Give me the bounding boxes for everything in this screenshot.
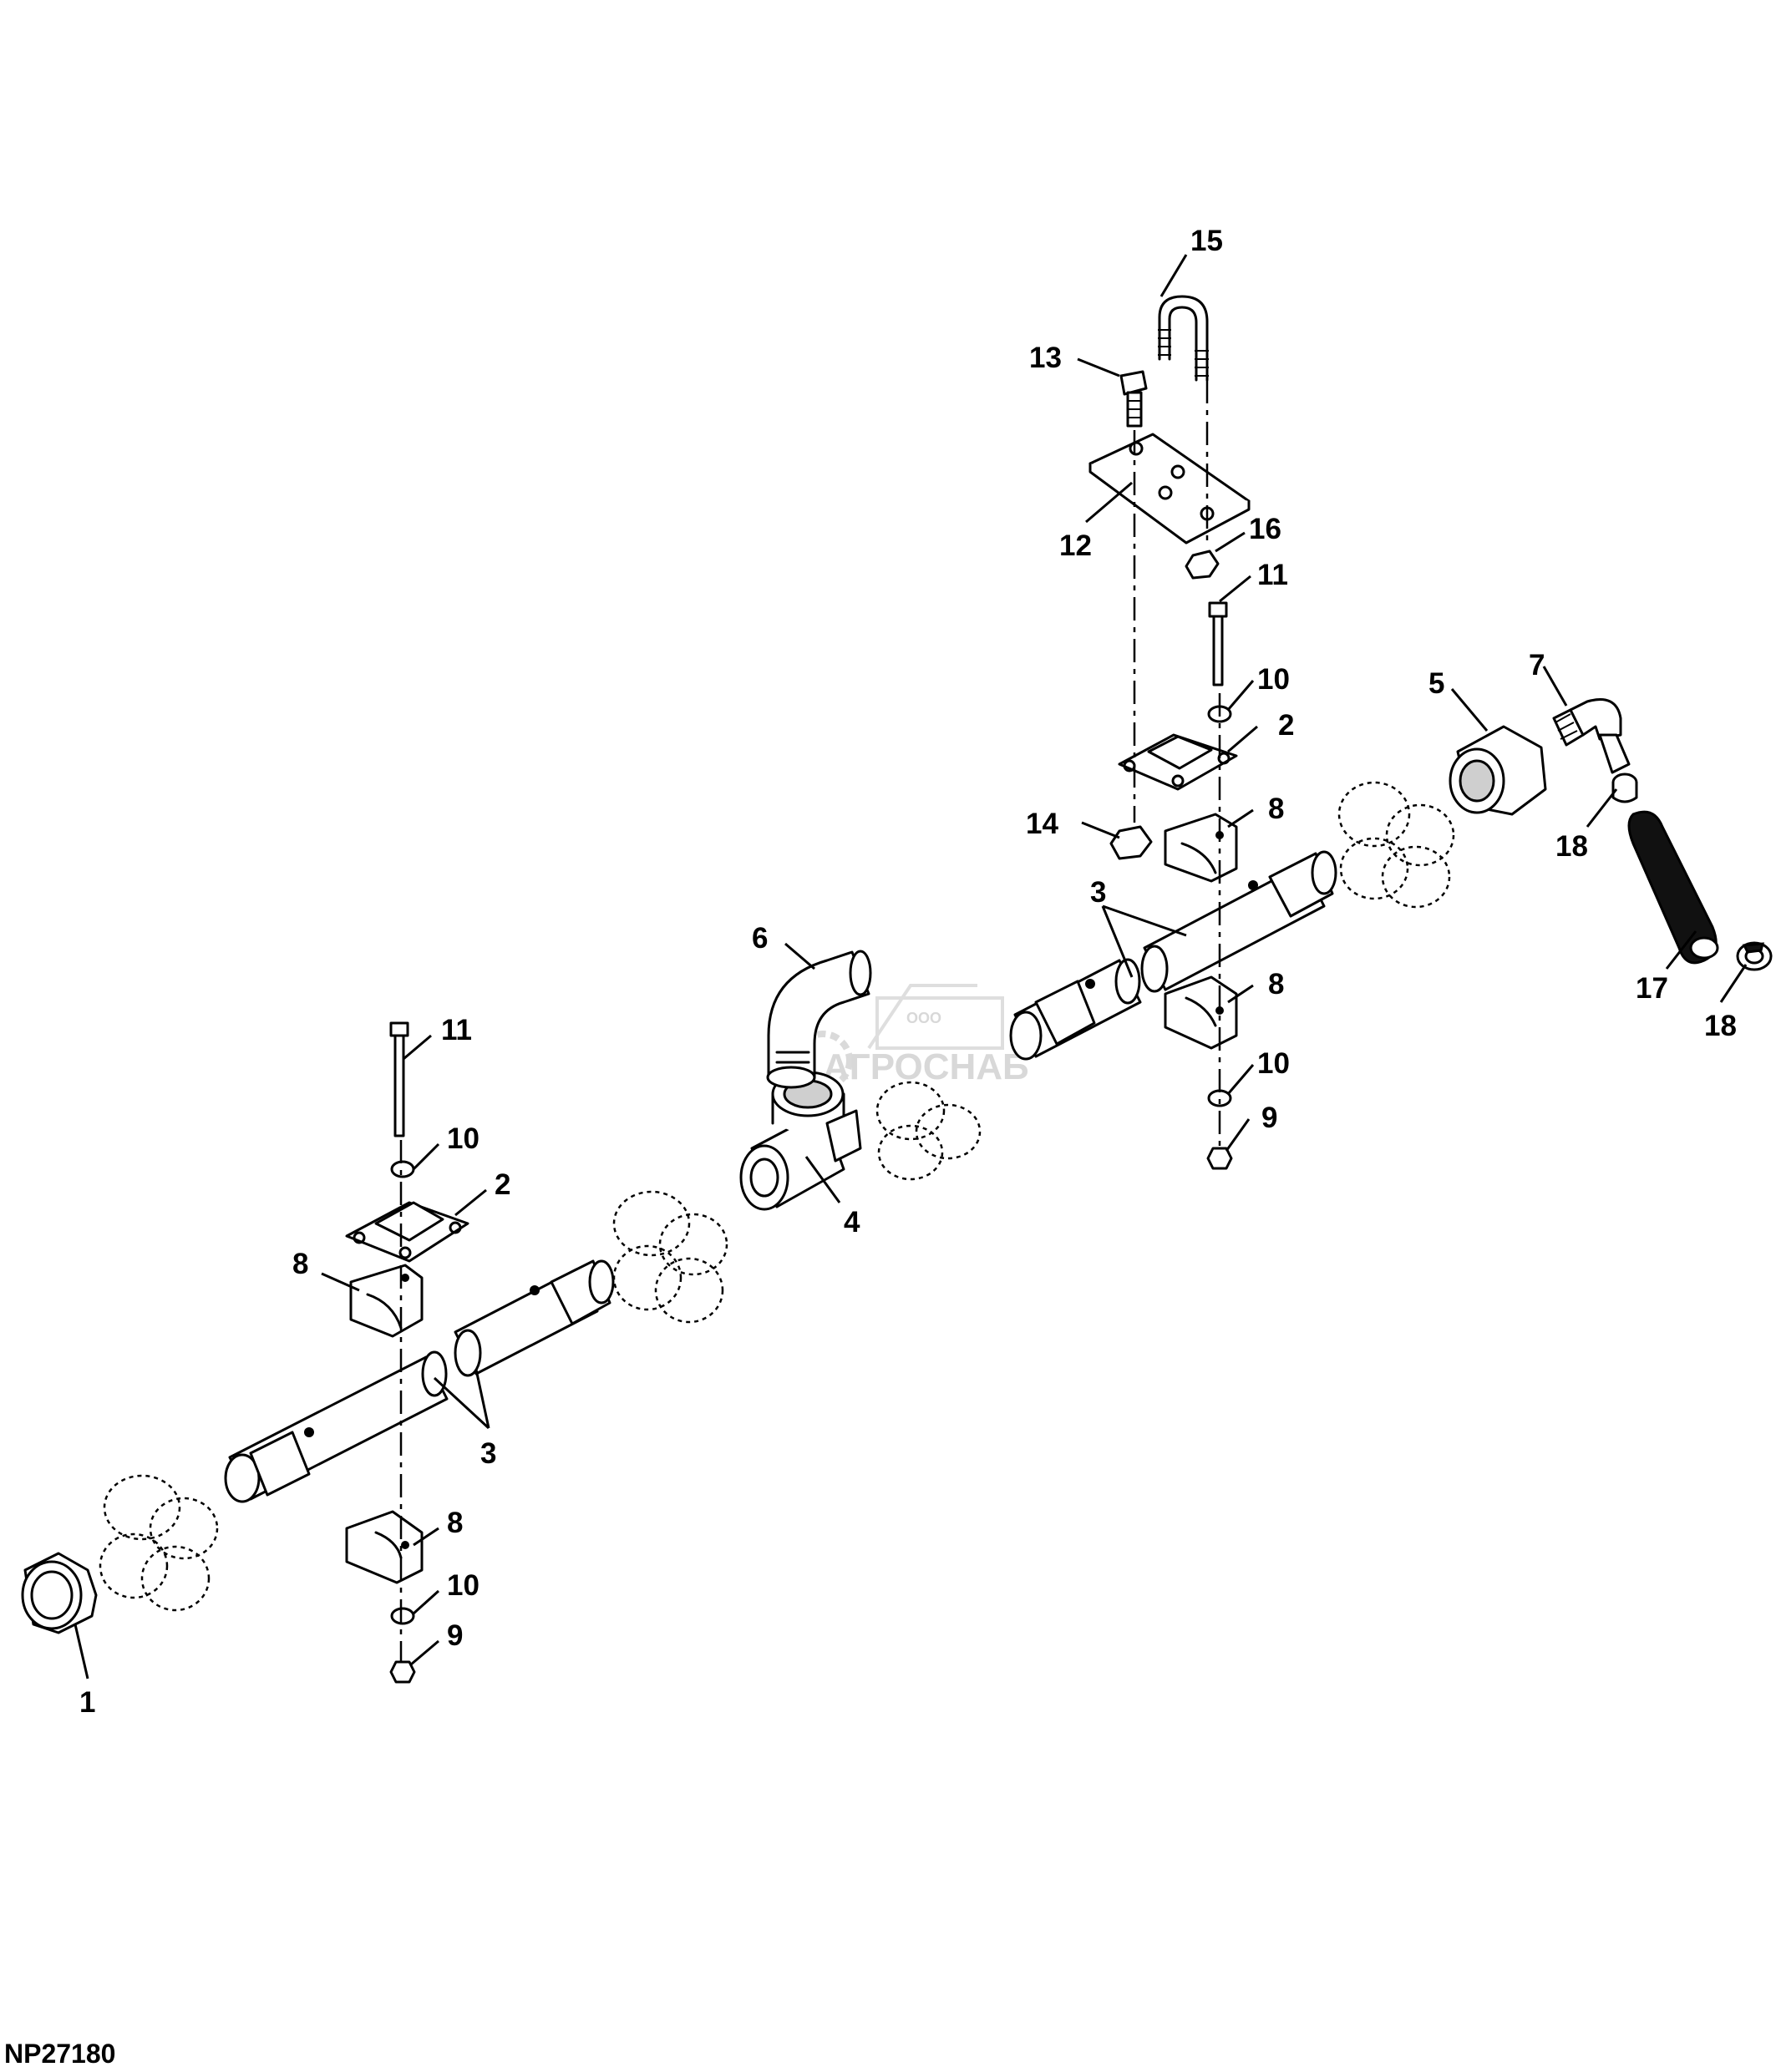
part-13-bolt [1119, 370, 1148, 428]
callout-1: 1 [79, 1686, 95, 1719]
callout-18-upper: 18 [1555, 830, 1588, 863]
callout-4: 4 [844, 1206, 860, 1239]
part-4-tee [739, 1071, 862, 1211]
part-2-plate-left [345, 1201, 469, 1263]
figure-id: NP27180 [4, 2039, 115, 2069]
callout-8-right-top: 8 [1268, 793, 1284, 825]
callout-8-right-bottom: 8 [1268, 968, 1284, 1001]
part-11-bolt-right [1208, 601, 1228, 686]
callout-8-left-bottom: 8 [447, 1507, 463, 1539]
ghost-nozzle-mid [875, 1081, 982, 1181]
callout-11-right: 11 [1257, 559, 1288, 591]
callout-3-right: 3 [1090, 876, 1106, 909]
callout-18-lower: 18 [1704, 1010, 1737, 1042]
ghost-nozzle-left-2 [612, 1190, 728, 1324]
callout-17: 17 [1636, 972, 1668, 1005]
part-8-clamp-left-bottom [345, 1510, 424, 1584]
part-5-nozzle-cap [1449, 725, 1547, 816]
part-18-clamp-lower [1736, 941, 1773, 971]
callout-10-right-top: 10 [1257, 663, 1290, 696]
callout-10-left-top: 10 [447, 1122, 480, 1155]
part-9-nut-right [1206, 1147, 1233, 1170]
part-6-elbow [766, 950, 872, 1089]
watermark-brand-text: АГРОСНАБ [823, 1046, 1029, 1087]
leader-lines [74, 254, 1748, 1679]
part-3-pipe-right-upper [1140, 850, 1337, 993]
part-2-plate-right [1118, 733, 1238, 791]
part-1-end-cap [21, 1552, 98, 1634]
callout-11-left: 11 [441, 1014, 472, 1046]
callout-13: 13 [1029, 342, 1062, 374]
callout-9-left: 9 [447, 1619, 463, 1652]
part-12-bracket-plate [1088, 433, 1251, 545]
ghost-nozzle-left-1 [99, 1474, 219, 1612]
part-7-elbow-fitting [1552, 698, 1631, 774]
callout-2-right: 2 [1278, 709, 1294, 742]
part-3-pipe-left-lower [224, 1350, 449, 1503]
callout-10-left-bottom: 10 [447, 1569, 480, 1602]
callout-7: 7 [1529, 649, 1545, 681]
callout-15: 15 [1190, 225, 1223, 257]
part-9-nut-left [389, 1660, 416, 1684]
part-18-clamp-upper [1611, 773, 1638, 803]
callout-16: 16 [1249, 513, 1281, 545]
watermark-logo: ООО АГРОСНАБ [793, 984, 1029, 1091]
part-17-hose [1627, 810, 1719, 965]
ghost-nozzle-right [1337, 781, 1455, 909]
watermark-small-text: ООО [906, 1010, 941, 1026]
callout-10-right-bottom: 10 [1257, 1047, 1290, 1080]
callout-2-left: 2 [495, 1168, 510, 1201]
callout-3-left: 3 [480, 1437, 496, 1470]
part-8-clamp-left-top [349, 1264, 424, 1338]
callout-8-left-top: 8 [292, 1248, 308, 1280]
callout-14: 14 [1026, 808, 1058, 840]
part-3-pipe-right-lower [1009, 958, 1142, 1061]
part-10-washer-left-top [390, 1160, 415, 1178]
callout-5: 5 [1428, 667, 1444, 700]
part-3-pipe-left-upper [454, 1259, 615, 1377]
callout-6: 6 [752, 922, 768, 955]
part-15-u-bolt [1158, 295, 1209, 382]
part-10-washer-left-bottom [390, 1607, 415, 1625]
callout-9-right: 9 [1261, 1102, 1277, 1134]
part-8-clamp-right-bottom [1164, 975, 1238, 1050]
part-14-nut [1109, 825, 1153, 860]
part-8-clamp-right-top [1164, 813, 1238, 883]
part-16-nut [1185, 550, 1220, 580]
part-11-bolt-left [389, 1021, 409, 1137]
callout-12: 12 [1059, 529, 1092, 562]
